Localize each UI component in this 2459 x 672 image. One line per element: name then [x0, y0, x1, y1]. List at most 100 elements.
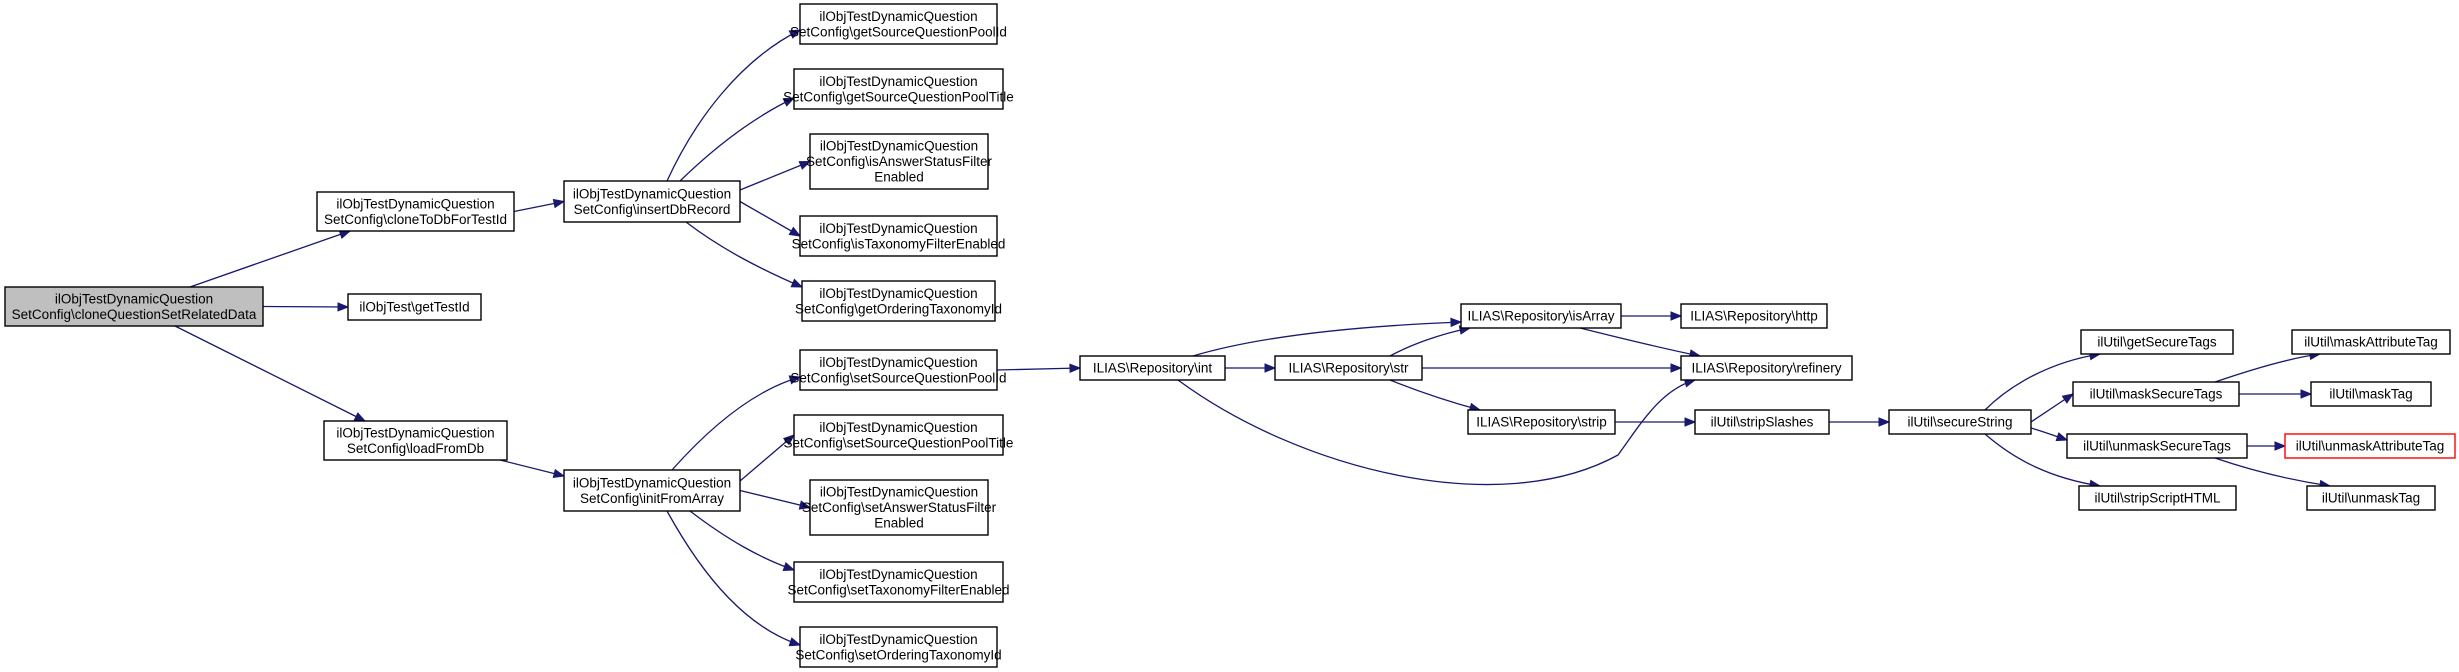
edges-layer — [174, 29, 2332, 647]
edge-line — [739, 200, 801, 237]
node-label-line: ilObjTestDynamicQuestion — [820, 485, 978, 500]
node-box — [1274, 355, 1423, 381]
edge-line — [996, 367, 1081, 371]
node-label-line: Enabled — [874, 170, 924, 185]
node-box — [2078, 485, 2237, 511]
node-repoRefinery[interactable]: ILIAS\Repository\refinery — [1680, 355, 1853, 381]
node-getOTId[interactable]: ilObjTestDynamicQuestionSetConfig\getOrd… — [795, 280, 1002, 322]
node-stripScriptHTML[interactable]: ilUtil\stripScriptHTML — [2078, 485, 2237, 511]
arrowhead — [1670, 363, 1683, 373]
arrowhead — [337, 302, 350, 312]
node-box — [799, 626, 998, 668]
node-secureString[interactable]: ilUtil\secureString — [1888, 409, 2032, 435]
node-label-line: SetConfig\isAnswerStatusFilter — [806, 154, 993, 169]
node-label-line: SetConfig\initFromArray — [580, 491, 724, 506]
node-insertDbRecord[interactable]: ilObjTestDynamicQuestionSetConfig\insert… — [563, 180, 741, 223]
node-label-line: ilObjTestDynamicQuestion — [819, 74, 977, 89]
node-repoStrip[interactable]: ILIAS\Repository\strip — [1467, 409, 1616, 435]
node-box — [1888, 409, 2032, 435]
node-unmaskAttributeTag[interactable]: ilUtil\unmaskAttributeTag — [2284, 433, 2456, 459]
edge-initFromArray-to-setSQPTitle — [739, 434, 796, 482]
edge-maskSecureTags-to-maskTag — [2239, 389, 2313, 399]
edge-insertDbRecord-to-getSQPId — [666, 29, 802, 182]
node-box — [793, 68, 1004, 110]
node-box — [2310, 381, 2432, 407]
node-setSQPId[interactable]: ilObjTestDynamicQuestionSetConfig\setSou… — [790, 349, 1007, 391]
node-label-line: ilObjTestDynamicQuestion — [819, 632, 977, 647]
node-label-line: ilObjTest\getTestId — [359, 300, 469, 315]
node-getTestId[interactable]: ilObjTest\getTestId — [347, 293, 482, 321]
node-setOTId[interactable]: ilObjTestDynamicQuestionSetConfig\setOrd… — [795, 626, 1002, 668]
node-label-line: SetConfig\setAnswerStatusFilter — [802, 500, 997, 515]
node-label-line: SetConfig\setOrderingTaxonomyId — [795, 647, 1001, 662]
edge-repoInt-to-repoRefinery — [1177, 378, 1697, 486]
edge-unmaskSecureTags-to-unmaskAttributeTag — [2247, 441, 2287, 451]
arrowhead — [2061, 393, 2075, 404]
arrowhead — [782, 434, 796, 446]
node-setSQPTitle[interactable]: ilObjTestDynamicQuestionSetConfig\setSou… — [784, 414, 1014, 456]
edge-secureString-to-maskSecureTags — [2030, 393, 2075, 423]
edge-repoStr-to-repoIsArray — [1389, 325, 1472, 357]
node-maskTag[interactable]: ilUtil\maskTag — [2310, 381, 2432, 407]
arrowhead — [2055, 432, 2069, 442]
node-box — [563, 469, 741, 512]
node-isTFE[interactable]: ilObjTestDynamicQuestionSetConfig\isTaxo… — [792, 215, 1006, 257]
node-label-line: ilObjTestDynamicQuestion — [336, 196, 494, 211]
node-box — [2072, 381, 2240, 407]
edge-line — [666, 29, 801, 182]
node-setTFE[interactable]: ilObjTestDynamicQuestionSetConfig\setTax… — [787, 561, 1010, 603]
node-maskSecureTags[interactable]: ilUtil\maskSecureTags — [2072, 381, 2240, 407]
node-label-line: ILIAS\Repository\http — [1690, 309, 1818, 324]
arrowhead — [1684, 417, 1697, 427]
edge-line — [671, 376, 801, 471]
edge-initFromArray-to-setASFE — [739, 489, 812, 510]
node-getSQPId[interactable]: ilObjTestDynamicQuestionSetConfig\getSou… — [790, 3, 1007, 45]
node-getSQPTitle[interactable]: ilObjTestDynamicQuestionSetConfig\getSou… — [783, 68, 1014, 110]
edge-line — [189, 230, 351, 288]
node-label-line: ilObjTestDynamicQuestion — [819, 420, 977, 435]
node-cloneToDb[interactable]: ilObjTestDynamicQuestionSetConfig\cloneT… — [316, 191, 515, 232]
node-box — [2284, 433, 2456, 459]
arrowhead — [798, 500, 812, 510]
node-repoInt[interactable]: ILIAS\Repository\int — [1079, 355, 1226, 381]
node-loadFromDb[interactable]: ilObjTestDynamicQuestionSetConfig\loadFr… — [323, 420, 508, 461]
node-label-line: ILIAS\Repository\str — [1288, 361, 1409, 376]
node-label-line: ILIAS\Repository\refinery — [1691, 361, 1841, 376]
node-label-line: ilObjTestDynamicQuestion — [819, 221, 977, 236]
edge-repoStr-to-repoRefinery — [1422, 363, 1683, 373]
node-label-line: ilUtil\maskTag — [2329, 387, 2412, 402]
node-label-line: ilObjTestDynamicQuestion — [819, 567, 977, 582]
node-label-line: ilUtil\maskAttributeTag — [2304, 335, 2438, 350]
node-setASFE[interactable]: ilObjTestDynamicQuestionSetConfig\setAns… — [802, 479, 997, 536]
node-box — [1694, 409, 1830, 435]
edge-loadFromDb-to-initFromArray — [499, 459, 566, 479]
node-maskAttributeTag[interactable]: ilUtil\maskAttributeTag — [2291, 329, 2451, 355]
node-unmaskSecureTags[interactable]: ilUtil\unmaskSecureTags — [2066, 433, 2248, 459]
node-box — [2080, 329, 2234, 355]
node-getSecureTags[interactable]: ilUtil\getSecureTags — [2080, 329, 2234, 355]
node-repoHttp[interactable]: ILIAS\Repository\http — [1680, 303, 1828, 329]
nodes-layer: ilObjTestDynamicQuestionSetConfig\cloneQ… — [4, 3, 2456, 668]
node-label-line: SetConfig\setSourceQuestionPoolId — [790, 370, 1006, 385]
node-label-line: SetConfig\cloneQuestionSetRelatedData — [12, 307, 257, 322]
edge-repoStr-to-repoStrip — [1389, 379, 1482, 412]
node-repoIsArray[interactable]: ILIAS\Repository\isArray — [1460, 303, 1622, 329]
edge-repoIsArray-to-repoHttp — [1621, 311, 1683, 321]
node-cloneQSRD[interactable]: ilObjTestDynamicQuestionSetConfig\cloneQ… — [4, 286, 264, 327]
edge-unmaskSecureTags-to-unmaskTag — [2214, 457, 2332, 490]
arrowhead — [788, 29, 802, 39]
node-label-line: ILIAS\Repository\strip — [1476, 415, 1607, 430]
node-initFromArray[interactable]: ilObjTestDynamicQuestionSetConfig\initFr… — [563, 469, 741, 512]
node-box — [2306, 485, 2436, 511]
node-box — [793, 561, 1004, 603]
node-stripSlashes[interactable]: ilUtil\stripSlashes — [1694, 409, 1830, 435]
node-label-line: ilObjTestDynamicQuestion — [819, 9, 977, 24]
arrowhead — [782, 97, 796, 107]
node-repoStr[interactable]: ILIAS\Repository\str — [1274, 355, 1423, 381]
node-label-line: ILIAS\Repository\isArray — [1467, 309, 1614, 324]
edge-insertDbRecord-to-getSQPTitle — [679, 97, 796, 182]
edge-insertDbRecord-to-getOTId — [685, 221, 804, 288]
node-unmaskTag[interactable]: ilUtil\unmaskTag — [2306, 485, 2436, 511]
node-isASFE[interactable]: ilObjTestDynamicQuestionSetConfig\isAnsw… — [806, 133, 993, 190]
